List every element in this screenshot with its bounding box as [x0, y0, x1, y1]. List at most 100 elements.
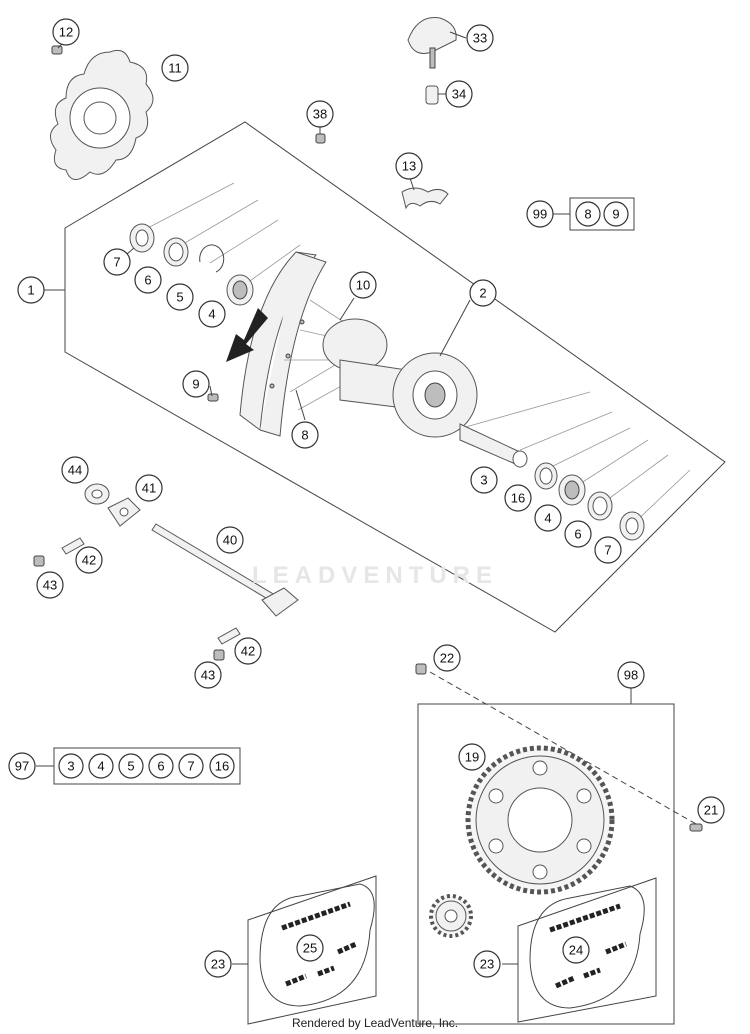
callout-7-left[interactable]: 7 [103, 248, 131, 276]
callout-97-item-4[interactable]: 4 [88, 753, 114, 779]
callout-2[interactable]: 2 [469, 279, 497, 307]
svg-text:38: 38 [313, 107, 327, 122]
callout-9[interactable]: 9 [182, 370, 210, 398]
svg-text:8: 8 [301, 428, 308, 443]
footer-credit: Rendered by LeadVenture, Inc. [291, 1016, 459, 1030]
rim-tape-drawing [401, 187, 449, 210]
callout-6-right[interactable]: 6 [564, 520, 592, 548]
svg-text:41: 41 [142, 481, 156, 496]
callout-99[interactable]: 99 [526, 200, 554, 228]
callout-97-item-6[interactable]: 6 [148, 753, 174, 779]
callout-97-item-7[interactable]: 7 [178, 753, 204, 779]
svg-text:5: 5 [127, 759, 134, 774]
bearing-4-right-drawing [558, 474, 586, 506]
svg-text:11: 11 [168, 61, 182, 76]
callout-43-right[interactable]: 43 [194, 661, 222, 689]
projection-lines [139, 182, 691, 526]
front-sprocket-drawing [429, 894, 473, 938]
sprocket-nut-22-drawing [415, 663, 427, 675]
svg-text:7: 7 [187, 759, 194, 774]
callout-25[interactable]: 25 [296, 934, 324, 962]
callout-11[interactable]: 11 [161, 54, 189, 82]
rear-sprocket-drawing [465, 745, 615, 895]
callout-41[interactable]: 41 [135, 474, 163, 502]
callout-6-left[interactable]: 6 [134, 266, 162, 294]
callout-21[interactable]: 21 [697, 796, 725, 824]
seal-6-left-drawing [163, 237, 189, 267]
rim-drawing [239, 251, 327, 437]
callout-97-item-5[interactable]: 5 [118, 753, 144, 779]
callout-16[interactable]: 16 [504, 484, 532, 512]
callout-43-left[interactable]: 43 [36, 571, 64, 599]
callout-97-item-3[interactable]: 3 [58, 753, 84, 779]
callout-13[interactable]: 13 [395, 152, 423, 180]
callout-4-right[interactable]: 4 [534, 504, 562, 532]
bushing-16-drawing [534, 462, 558, 490]
bolt-42-right-drawing [217, 627, 241, 645]
svg-text:13: 13 [402, 159, 416, 174]
item-38-drawing [315, 133, 326, 144]
spoke-nipple-drawing [207, 393, 219, 402]
callout-97[interactable]: 97 [8, 752, 36, 780]
brake-disc-drawing [50, 49, 154, 180]
chain-right-drawing [529, 885, 645, 1009]
callout-8[interactable]: 8 [291, 421, 319, 449]
callout-98[interactable]: 98 [617, 661, 645, 689]
callout-23-right[interactable]: 23 [473, 950, 501, 978]
callout-19[interactable]: 19 [458, 743, 486, 771]
callout-12[interactable]: 12 [52, 18, 80, 46]
valve-nut-drawing [425, 85, 439, 105]
svg-text:33: 33 [473, 31, 487, 46]
svg-text:6: 6 [157, 759, 164, 774]
svg-text:16: 16 [511, 491, 525, 506]
callout-3[interactable]: 3 [470, 466, 498, 494]
svg-text:23: 23 [211, 957, 225, 972]
callout-99-item-8[interactable]: 8 [575, 201, 601, 227]
hub-drawing [322, 318, 478, 438]
svg-text:42: 42 [241, 644, 255, 659]
callout-99-item-9[interactable]: 9 [603, 201, 629, 227]
callout-38[interactable]: 38 [306, 100, 334, 128]
sprocket-kit-outline [417, 703, 675, 1025]
callout-24[interactable]: 24 [562, 936, 590, 964]
callout-40[interactable]: 40 [216, 526, 244, 554]
callout-10[interactable]: 10 [349, 271, 377, 299]
svg-text:10: 10 [356, 278, 370, 293]
callout-1[interactable]: 1 [17, 276, 45, 304]
callout-4-left[interactable]: 4 [198, 300, 226, 328]
callout-5[interactable]: 5 [166, 283, 194, 311]
circlip-5-drawing [199, 244, 225, 273]
bolt-42-left-drawing [61, 537, 85, 555]
mounting-axis [429, 671, 697, 825]
callout-7-right[interactable]: 7 [594, 536, 622, 564]
svg-text:9: 9 [192, 377, 199, 392]
chain-adjuster-41-drawing [107, 497, 141, 527]
callout-34[interactable]: 34 [445, 80, 473, 108]
callout-22[interactable]: 22 [433, 644, 461, 672]
callout-44[interactable]: 44 [61, 456, 89, 484]
callout-42-left[interactable]: 42 [75, 546, 103, 574]
svg-text:4: 4 [544, 511, 551, 526]
nut-43-left-drawing [33, 555, 45, 567]
chain-left-drawing [259, 883, 375, 1007]
svg-text:5: 5 [176, 290, 183, 305]
svg-text:19: 19 [465, 750, 479, 765]
axle-nut-44-drawing [84, 483, 110, 505]
chain-box-right-outline [517, 877, 657, 1023]
svg-text:44: 44 [68, 463, 82, 478]
callout-97-item-16[interactable]: 16 [209, 753, 235, 779]
svg-text:12: 12 [59, 25, 73, 40]
callout-23-left[interactable]: 23 [204, 950, 232, 978]
nut-43-right-drawing [213, 649, 225, 661]
svg-text:23: 23 [480, 957, 494, 972]
svg-text:6: 6 [574, 527, 581, 542]
valve-cap-drawing [407, 16, 457, 69]
callout-33[interactable]: 33 [466, 24, 494, 52]
svg-text:24: 24 [569, 943, 583, 958]
callout-42-right[interactable]: 42 [234, 637, 262, 665]
svg-text:16: 16 [215, 759, 229, 774]
direction-arrow-drawing [226, 308, 268, 362]
svg-text:21: 21 [704, 803, 718, 818]
spacer-3-drawing [459, 423, 528, 468]
axle-40-drawing [151, 523, 299, 617]
